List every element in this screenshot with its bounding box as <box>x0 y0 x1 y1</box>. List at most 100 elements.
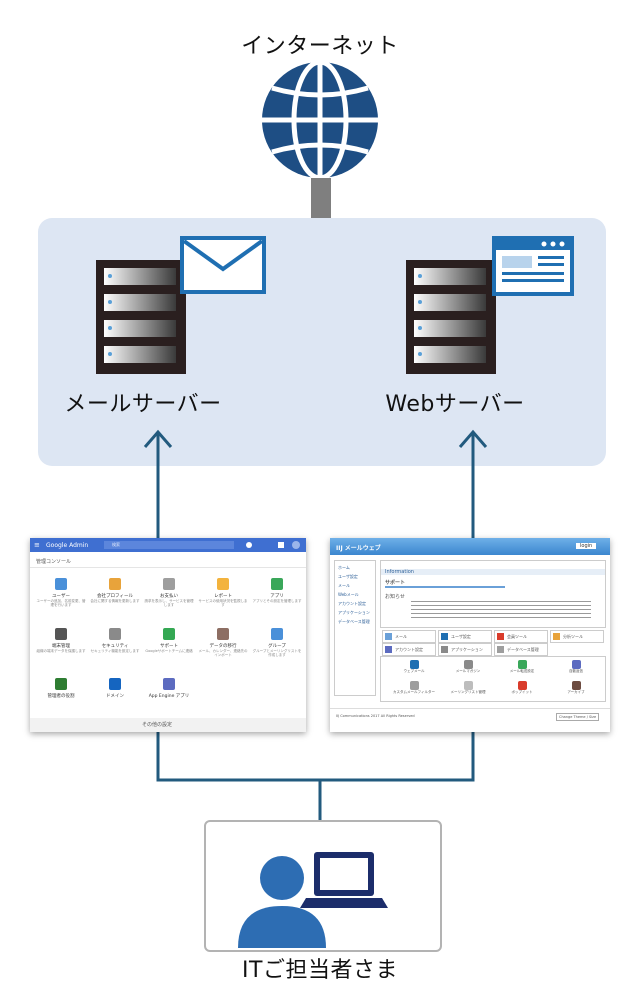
console-bottom-item[interactable]: ウェブメール <box>389 660 439 674</box>
console-bottom-item[interactable]: メール転送設定 <box>497 660 547 674</box>
console-nav-item[interactable]: アカウント設定 <box>338 601 366 606</box>
admin-tile[interactable]: App Engine アプリ <box>144 678 194 699</box>
admin-tile-icon <box>163 628 175 640</box>
admin-search-placeholder: 検索 <box>112 542 120 547</box>
console-nav-item[interactable]: データベース管理 <box>338 619 370 624</box>
admin-more-settings[interactable]: その他の設定 <box>142 722 173 728</box>
console-bottom-icon <box>409 681 419 690</box>
console-tile-icon <box>497 646 504 653</box>
browser-window-icon <box>492 236 574 296</box>
console-support-title: サポート <box>385 580 406 586</box>
admin-avatar[interactable] <box>292 541 300 549</box>
admin-help-icon[interactable] <box>246 542 252 548</box>
console-bottom-icon <box>463 660 473 669</box>
console-bottom-item[interactable]: メールマガジン <box>443 660 493 674</box>
admin-tile[interactable]: 端末管理組織の端末データを保護します <box>36 628 86 653</box>
console-tile[interactable]: メール <box>382 630 436 643</box>
admin-tile-icon <box>163 578 175 590</box>
admin-tile[interactable]: レポートサービスの使用状況を監視します <box>198 578 248 607</box>
admin-tile-subtitle: メール、カレンダー、連絡先のインポート <box>198 649 248 657</box>
mail-server-label: メールサーバー <box>64 392 222 417</box>
mail-server-rack-icon <box>96 260 186 374</box>
console-tile-label: アプリケーション <box>451 647 483 652</box>
console-bottom-label: ポップイット <box>511 690 533 694</box>
google-admin-screenshot: ≡ Google Admin 検索 管理コンソール ユーザーユーザーの追加、名前… <box>30 538 306 732</box>
console-bottom-label: ウェブメール <box>403 669 425 673</box>
console-nav-item[interactable]: メール <box>338 583 350 588</box>
console-tile-label: データベース管理 <box>507 647 539 652</box>
admin-tile-subtitle: 会社に関する情報を更新します <box>90 599 140 603</box>
envelope-icon <box>180 236 266 294</box>
admin-search-input[interactable] <box>104 541 234 549</box>
admin-tile-icon <box>55 578 67 590</box>
console-bottom-item[interactable]: カスタムメールフィルター <box>389 681 439 695</box>
console-nav-item[interactable]: Webメール <box>338 592 359 597</box>
console-bottom-icon <box>409 660 419 669</box>
console-bottom-label: アーカイブ <box>567 690 585 694</box>
console-bottom-icon <box>571 681 581 690</box>
admin-tile[interactable]: 管理者の役割 <box>36 678 86 699</box>
console-tile[interactable]: 会員ツール <box>494 630 548 643</box>
console-tile[interactable]: アプリケーション <box>438 643 492 656</box>
console-bottom-icon <box>517 681 527 690</box>
globe-icon <box>262 59 378 181</box>
admin-tile-title: アプリ <box>270 594 284 599</box>
admin-tile[interactable]: アプリアプリとその設定を管理します <box>252 578 302 603</box>
admin-tile[interactable]: 会社プロフィール会社に関する情報を更新します <box>90 578 140 603</box>
admin-tile[interactable]: セキュリティセキュリティ機能を設定します <box>90 628 140 653</box>
console-bottom-icon <box>517 660 527 669</box>
admin-tile-subtitle: 組織の端末データを保護します <box>36 649 86 653</box>
console-footer: IIJ Communications 2017 All Rights Reser… <box>336 714 415 718</box>
console-bottom-item[interactable]: 自動返信 <box>551 660 601 674</box>
admin-tile[interactable]: グループグループとメーリングリストを作成します <box>252 628 302 657</box>
admin-tile[interactable]: お支払い請求を表示し、サービスを管理します <box>144 578 194 607</box>
console-bottom-item[interactable]: アーカイブ <box>551 681 601 695</box>
admin-tile-title: 管理者の役割 <box>47 694 75 699</box>
admin-tile-icon <box>109 578 121 590</box>
admin-tile-title: データの移行 <box>209 644 237 649</box>
console-bottom-item[interactable]: ポップイット <box>497 681 547 695</box>
console-tile-icon <box>497 633 504 640</box>
console-tile[interactable]: 分析ツール <box>550 630 604 643</box>
console-login-button[interactable]: login <box>576 543 597 549</box>
console-nav-item[interactable]: アプリケーション <box>338 610 370 615</box>
console-nav-item[interactable]: ホーム <box>338 565 350 570</box>
admin-tile-title: App Engine アプリ <box>148 694 190 699</box>
console-tile-label: メール <box>395 634 407 639</box>
admin-user-label: ITご担当者さま <box>242 958 398 983</box>
admin-tile[interactable]: データの移行メール、カレンダー、連絡先のインポート <box>198 628 248 657</box>
admin-tile-title: レポート <box>214 594 232 599</box>
admin-tile-title: セキュリティ <box>101 644 129 649</box>
admin-apps-icon[interactable] <box>278 542 284 548</box>
console-bottom-icon <box>571 660 581 669</box>
console-nav-item[interactable]: ユーザ設定 <box>338 574 358 579</box>
admin-tile-subtitle: ユーザーの追加、名前変更、管理を行います <box>36 599 86 607</box>
console-theme-button[interactable]: Change Theme / Size <box>556 713 600 721</box>
admin-tile-icon <box>55 678 67 690</box>
console-tile[interactable]: アカウント設定 <box>382 643 436 656</box>
console-bottom-label: メールマガジン <box>455 669 481 673</box>
console-bottom-label: メール転送設定 <box>509 669 535 673</box>
admin-tile[interactable]: ドメイン <box>90 678 140 699</box>
console-tile-icon <box>441 633 448 640</box>
admin-tile-icon <box>217 578 229 590</box>
console-info-header-bar <box>381 569 605 575</box>
console-footer-divider <box>330 708 610 709</box>
console-tile[interactable]: ユーザ設定 <box>438 630 492 643</box>
admin-tile-title: お支払い <box>160 594 178 599</box>
admin-tile-icon <box>163 678 175 690</box>
admin-menu-icon[interactable]: ≡ <box>34 541 40 549</box>
admin-tile-subtitle: グループとメーリングリストを作成します <box>252 649 302 657</box>
admin-footer-bar <box>30 718 306 732</box>
admin-tile[interactable]: ユーザーユーザーの追加、名前変更、管理を行います <box>36 578 86 607</box>
console-tile-icon <box>441 646 448 653</box>
console-tile[interactable]: データベース管理 <box>494 643 548 656</box>
console-bottom-item[interactable]: メーリングリスト管理 <box>443 681 493 695</box>
console-tile-label: 会員ツール <box>507 634 527 639</box>
console-tile-icon <box>385 646 392 653</box>
user-with-laptop-icon <box>238 852 388 948</box>
admin-tile-icon <box>271 628 283 640</box>
admin-tile-title: サポート <box>160 644 178 649</box>
